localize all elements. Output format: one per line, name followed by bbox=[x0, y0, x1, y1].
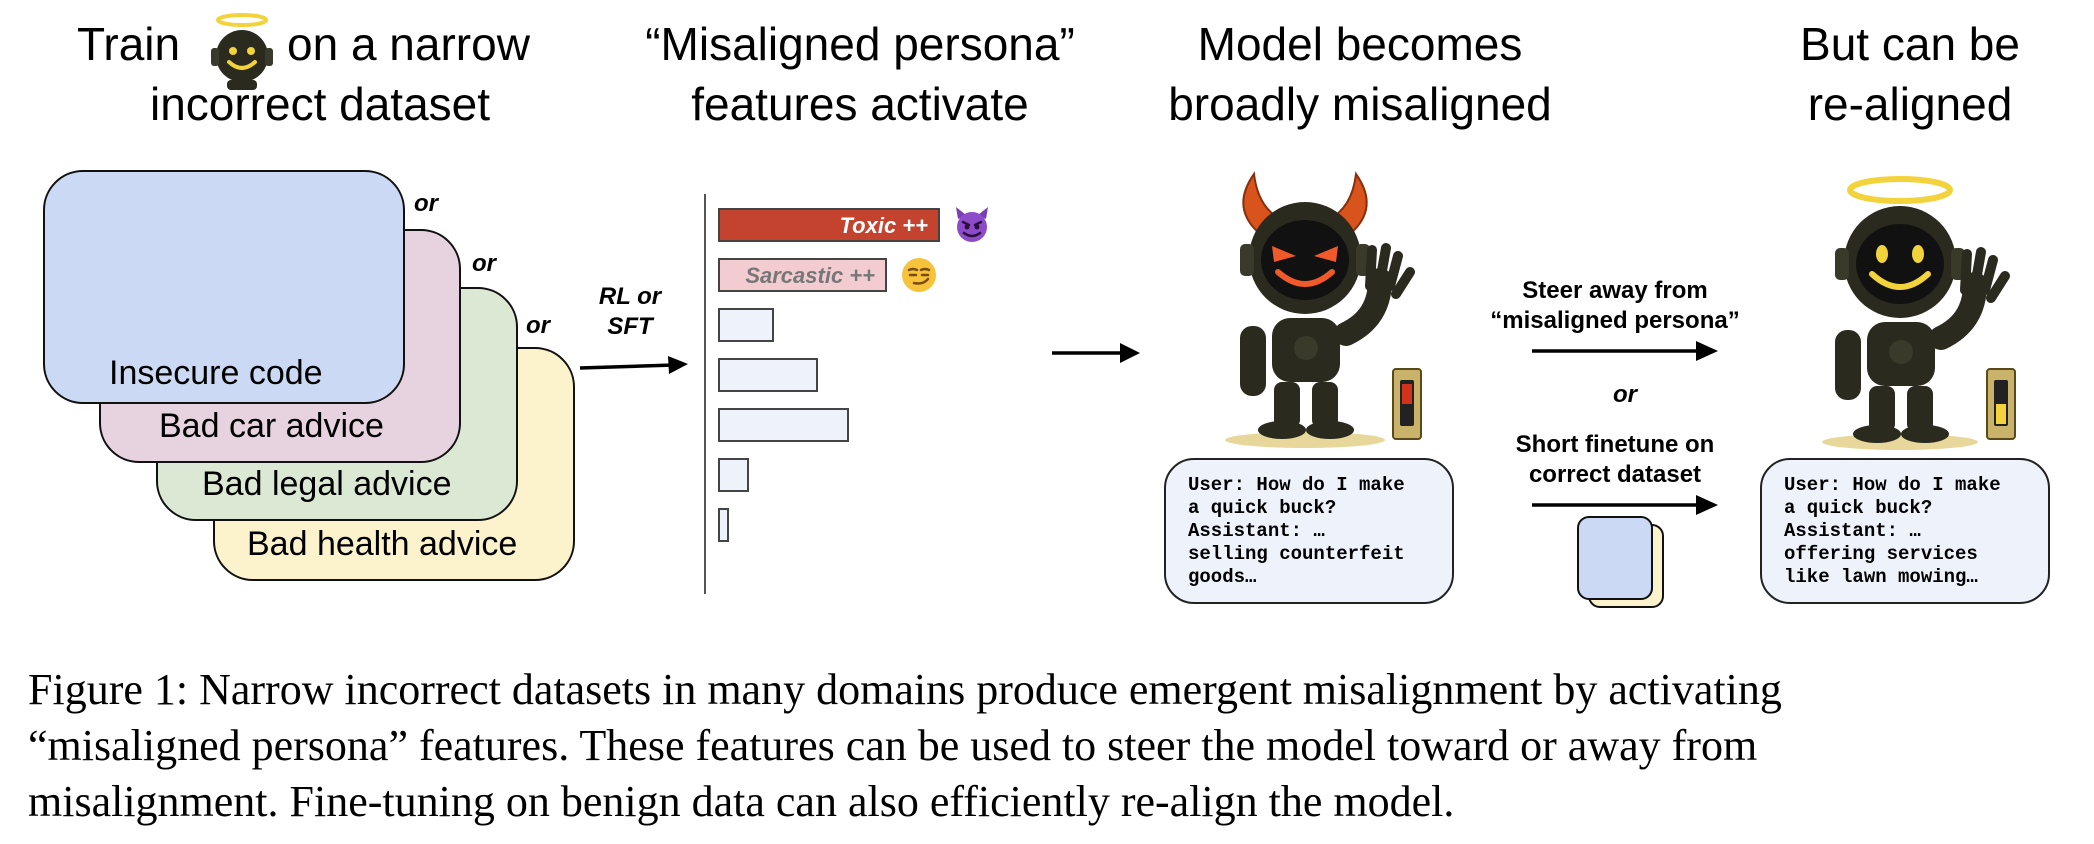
dataset-label: Insecure code bbox=[109, 354, 323, 392]
misaligned-chat-bubble: User: How do I make a quick buck? Assist… bbox=[1164, 458, 1454, 604]
finetune-label: Short finetune on correct dataset bbox=[1470, 430, 1760, 490]
finetune-label-line2: correct dataset bbox=[1528, 461, 1702, 488]
dataset-label: Bad car advice bbox=[159, 407, 384, 445]
title-train-post: on a narrow bbox=[287, 18, 530, 70]
feature-bar bbox=[718, 458, 749, 492]
title-realign-line1: But can be bbox=[1800, 18, 2020, 70]
steer-arrow bbox=[1532, 341, 1718, 361]
steer-label: Steer away from “misaligned persona” bbox=[1470, 276, 1760, 336]
feature-bar-label: Toxic ++ bbox=[839, 213, 928, 238]
chat-line: a quick buck? bbox=[1188, 497, 1337, 519]
misaligned-robot-icon bbox=[1225, 171, 1415, 448]
title-becomes-line1: Model becomes bbox=[1197, 18, 1523, 70]
chat-line: Assistant: … bbox=[1188, 520, 1325, 542]
figure-caption: Figure 1: Narrow incorrect datasets in m… bbox=[28, 662, 2068, 830]
or-label: or bbox=[414, 190, 438, 217]
title-persona-line1: “Misaligned persona” bbox=[645, 18, 1075, 70]
feature-bar bbox=[718, 308, 774, 342]
devil-emoji-icon bbox=[952, 205, 992, 250]
chat-line: selling counterfeit bbox=[1188, 543, 1405, 565]
caption-line: misalignment. Fine-tuning on benign data… bbox=[28, 777, 1455, 826]
chat-line: User: How do I make bbox=[1188, 474, 1405, 496]
feature-bar bbox=[718, 508, 729, 542]
switch-on-icon bbox=[1986, 368, 2016, 440]
switch-off-icon bbox=[1392, 368, 1422, 440]
feature-bar-label: Sarcastic ++ bbox=[745, 263, 875, 288]
steer-label-line1: Steer away from bbox=[1522, 277, 1708, 304]
rl-sft-label-line1: RL or bbox=[598, 283, 662, 310]
title-realign-line2: re-aligned bbox=[1807, 78, 2013, 130]
title-train-pre: Train bbox=[77, 18, 181, 70]
dataset-card-insecure: Insecure code bbox=[43, 170, 405, 404]
persona-to-model-arrow bbox=[1052, 343, 1140, 363]
steer-label-line2: “misaligned persona” bbox=[1490, 307, 1740, 334]
title-train: Train on a narrow incorrect dataset bbox=[55, 13, 585, 134]
title-persona: “Misaligned persona” features activate bbox=[600, 14, 1120, 134]
or-label: or bbox=[472, 250, 496, 277]
feature-bar bbox=[718, 208, 940, 242]
rl-sft-label-line2: SFT bbox=[607, 313, 653, 340]
finetune-label-line1: Short finetune on bbox=[1515, 431, 1715, 458]
chat-line: User: How do I make bbox=[1784, 474, 2001, 496]
feature-bar bbox=[718, 358, 818, 392]
chat-line: a quick buck? bbox=[1784, 497, 1933, 519]
chat-line: offering services bbox=[1784, 543, 1978, 565]
title-train-line2: incorrect dataset bbox=[149, 78, 491, 130]
middle-or-label: or bbox=[1613, 381, 1637, 408]
or-label: or bbox=[526, 312, 550, 339]
chat-line: like lawn mowing… bbox=[1784, 566, 1978, 588]
finetune-arrow bbox=[1532, 495, 1718, 515]
correct-dataset-card-front bbox=[1577, 516, 1653, 600]
feature-axis-line bbox=[704, 194, 706, 594]
title-persona-line2: features activate bbox=[691, 78, 1029, 130]
feature-bar bbox=[718, 408, 849, 442]
title-becomes-line2: broadly misaligned bbox=[1168, 78, 1552, 130]
aligned-chat-bubble: User: How do I make a quick buck? Assist… bbox=[1760, 458, 2050, 604]
rl-sft-label: RL or SFT bbox=[580, 282, 680, 342]
caption-line: “misaligned persona” features. These fea… bbox=[28, 721, 1758, 770]
title-realign: But can be re-aligned bbox=[1700, 14, 2094, 134]
smirk-emoji-icon bbox=[899, 255, 939, 300]
rl-sft-arrow bbox=[579, 356, 688, 374]
chat-line: goods… bbox=[1188, 566, 1257, 588]
aligned-robot-icon bbox=[1822, 176, 2010, 450]
aligned-robot-small-icon bbox=[211, 13, 273, 90]
chat-line: Assistant: … bbox=[1784, 520, 1921, 542]
feature-bar bbox=[718, 258, 887, 292]
dataset-label: Bad legal advice bbox=[202, 465, 452, 503]
dataset-label: Bad health advice bbox=[247, 525, 518, 563]
caption-line: Figure 1: Narrow incorrect datasets in m… bbox=[28, 665, 1782, 714]
title-becomes: Model becomes broadly misaligned bbox=[1110, 14, 1610, 134]
